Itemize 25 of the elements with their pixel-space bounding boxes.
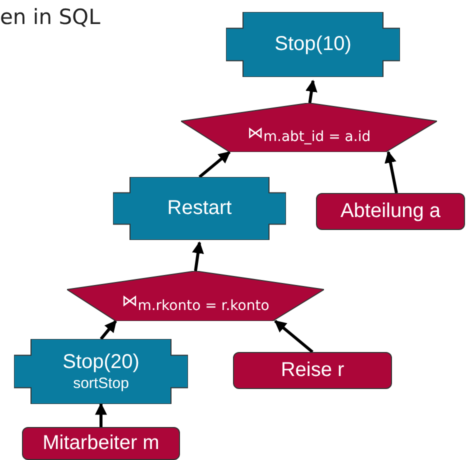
operator-box (113, 177, 286, 240)
node-label: Abteilung a (340, 199, 441, 224)
arrow (274, 320, 314, 354)
arrow (100, 320, 117, 340)
node-label: Stop(20) (62, 350, 140, 375)
node-label: ⋈$_{m.abt_id = a.id}$ (247, 122, 371, 142)
node-sublabel: sortStop (73, 374, 129, 394)
arrow (192, 241, 204, 272)
node-label: ⋈$_{m.rkonto = r.konto}$ (122, 290, 270, 311)
join-shape (67, 271, 324, 321)
relation-box (22, 427, 180, 460)
arrow (384, 150, 398, 194)
operator-box (226, 12, 400, 77)
node-label: Mitarbeiter m (42, 431, 160, 456)
arrow (95, 402, 107, 427)
join-shape (181, 103, 437, 152)
node-label: Reise r (280, 358, 344, 383)
arrow (306, 80, 318, 104)
relation-box (233, 352, 392, 389)
arrow (198, 150, 231, 178)
operator-box (14, 339, 188, 404)
relation-box (316, 193, 465, 230)
heading-text: en in SQL (0, 4, 100, 30)
node-label: Stop(10) (274, 32, 352, 57)
node-label: Restart (167, 196, 232, 221)
